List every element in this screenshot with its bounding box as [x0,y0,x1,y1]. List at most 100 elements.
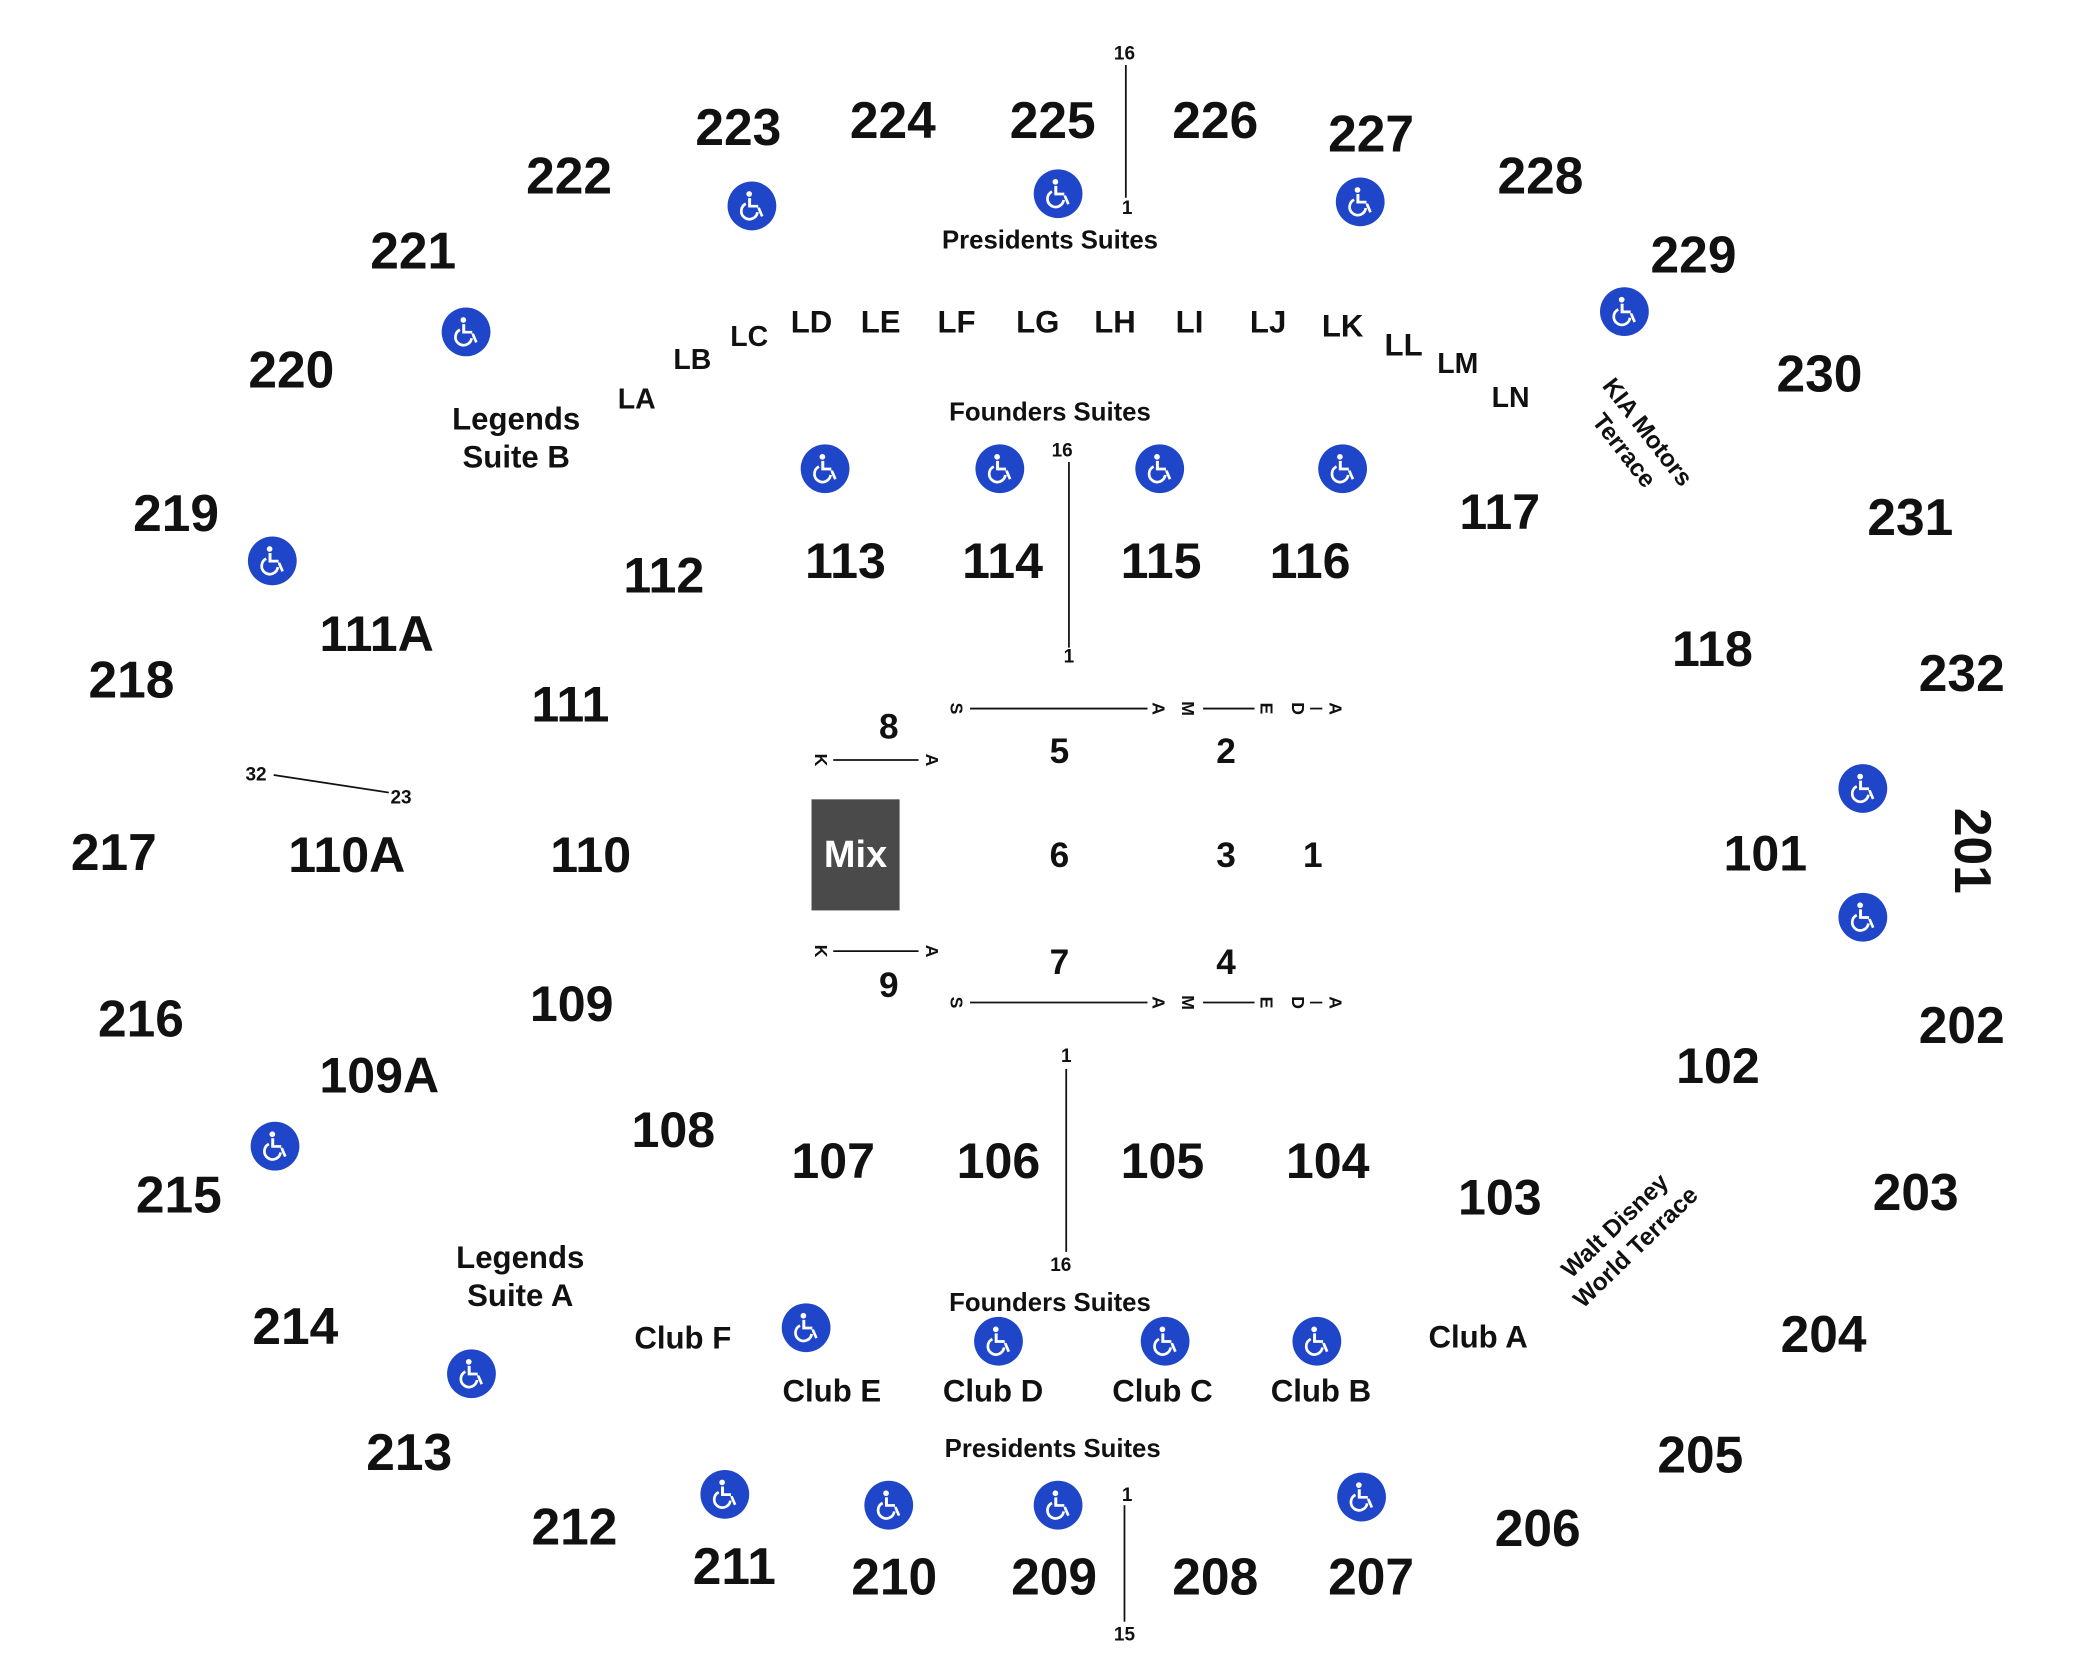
section-215[interactable]: 215 [135,1167,222,1225]
section-210[interactable]: 210 [851,1549,938,1607]
loge-box-lg[interactable]: LG [1016,304,1060,340]
section-109[interactable]: 109 [529,976,614,1032]
section-116[interactable]: 116 [1269,533,1351,589]
loge-box-lh[interactable]: LH [1094,304,1136,340]
wheelchair-icon[interactable] [1318,444,1367,494]
wheelchair-icon[interactable] [1033,169,1083,219]
wheelchair-icon[interactable] [1600,287,1649,336]
section-227[interactable]: 227 [1328,107,1415,164]
section-208[interactable]: 208 [1172,1549,1259,1607]
wheelchair-icon[interactable] [700,1469,750,1519]
section-203[interactable]: 203 [1872,1165,1959,1223]
section-226[interactable]: 226 [1172,93,1259,151]
wheelchair-icon[interactable] [727,181,777,231]
section-212[interactable]: 212 [531,1499,618,1557]
loge-box-le[interactable]: LE [860,304,901,340]
section-107[interactable]: 107 [791,1133,876,1189]
loge-box-ld[interactable]: LD [790,304,833,340]
wheelchair-icon[interactable] [447,1349,496,1399]
floor-section-8[interactable]: 8 [878,705,899,747]
club-e[interactable]: Club E [782,1373,882,1409]
section-230[interactable]: 230 [1776,346,1863,404]
section-219[interactable]: 219 [133,486,220,544]
loge-box-lf[interactable]: LF [937,304,976,340]
floor-section-9[interactable]: 9 [878,964,899,1006]
club-a[interactable]: Club A [1428,1318,1528,1355]
presidents-suites-north[interactable]: Presidents Suites [941,226,1158,256]
wheelchair-icon[interactable] [1033,1480,1083,1530]
section-114[interactable]: 114 [962,533,1043,589]
section-109a[interactable]: 109A [319,1047,440,1104]
wheelchair-icon[interactable] [250,1121,300,1171]
wheelchair-icon[interactable] [247,536,297,586]
section-106[interactable]: 106 [956,1133,1041,1189]
loge-box-ll[interactable]: LL [1384,327,1423,363]
floor-section-4[interactable]: 4 [1216,941,1236,983]
section-209[interactable]: 209 [1011,1549,1097,1607]
wheelchair-icon[interactable] [1337,1472,1386,1522]
section-117[interactable]: 117 [1459,484,1541,540]
section-206[interactable]: 206 [1494,1501,1581,1559]
wheelchair-icon[interactable] [1135,444,1185,494]
loge-box-ln[interactable]: LN [1491,382,1530,414]
section-228[interactable]: 228 [1497,149,1584,206]
section-205[interactable]: 205 [1657,1427,1744,1485]
wheelchair-icon[interactable] [441,307,491,357]
section-204[interactable]: 204 [1780,1307,1867,1365]
section-202[interactable]: 202 [1918,998,2005,1056]
wheelchair-icon[interactable] [1838,764,1888,813]
wheelchair-icon[interactable] [974,1316,1023,1366]
club-f[interactable]: Club F [634,1320,732,1356]
wheelchair-icon[interactable] [864,1480,914,1530]
founders-suites-north[interactable]: Founders Suites [949,398,1151,428]
club-d[interactable]: Club D [942,1373,1044,1409]
section-232[interactable]: 232 [1918,646,2005,704]
section-231[interactable]: 231 [1867,490,1954,548]
section-104[interactable]: 104 [1285,1133,1370,1189]
section-224[interactable]: 224 [849,93,936,151]
section-110a[interactable]: 110A [288,827,406,883]
wheelchair-icon[interactable] [1140,1316,1190,1366]
floor-section-7[interactable]: 7 [1049,941,1070,983]
loge-box-lj[interactable]: LJ [1249,304,1287,340]
wheelchair-icon[interactable] [800,444,850,494]
loge-box-lk[interactable]: LK [1321,308,1364,344]
loge-box-lb[interactable]: LB [673,344,712,376]
section-218[interactable]: 218 [88,653,175,710]
section-207[interactable]: 207 [1328,1549,1415,1607]
section-101[interactable]: 101 [1723,825,1808,882]
loge-box-la[interactable]: LA [617,384,656,416]
floor-section-2[interactable]: 2 [1216,730,1236,771]
section-216[interactable]: 216 [97,991,184,1049]
section-103[interactable]: 103 [1457,1169,1542,1226]
section-211[interactable]: 211 [692,1539,776,1596]
section-118[interactable]: 118 [1672,621,1753,677]
founders-suites-south[interactable]: Founders Suites [949,1289,1151,1318]
section-220[interactable]: 220 [248,342,335,400]
section-229[interactable]: 229 [1650,227,1737,285]
section-102[interactable]: 102 [1676,1038,1760,1095]
section-223[interactable]: 223 [695,100,782,158]
section-105[interactable]: 105 [1120,1133,1205,1189]
wheelchair-icon[interactable] [1292,1316,1342,1366]
club-c[interactable]: Club C [1112,1373,1213,1409]
section-110[interactable]: 110 [550,827,632,883]
section-221[interactable]: 221 [370,223,457,281]
section-108[interactable]: 108 [631,1102,716,1158]
floor-section-6[interactable]: 6 [1049,834,1070,876]
section-225[interactable]: 225 [1009,93,1096,151]
club-b[interactable]: Club B [1270,1373,1372,1409]
floor-section-5[interactable]: 5 [1049,730,1070,771]
loge-box-li[interactable]: LI [1175,304,1204,340]
section-213[interactable]: 213 [366,1425,453,1483]
wheelchair-icon[interactable] [781,1303,831,1353]
loge-box-lc[interactable]: LC [730,321,769,353]
section-115[interactable]: 115 [1120,533,1202,589]
presidents-suites-south[interactable]: Presidents Suites [944,1435,1161,1464]
section-214[interactable]: 214 [252,1299,339,1357]
section-201[interactable]: 201 [1942,807,2000,894]
floor-section-3[interactable]: 3 [1216,834,1236,876]
loge-box-lm[interactable]: LM [1437,348,1479,381]
section-112[interactable]: 112 [623,548,705,604]
wheelchair-icon[interactable] [1838,892,1888,942]
